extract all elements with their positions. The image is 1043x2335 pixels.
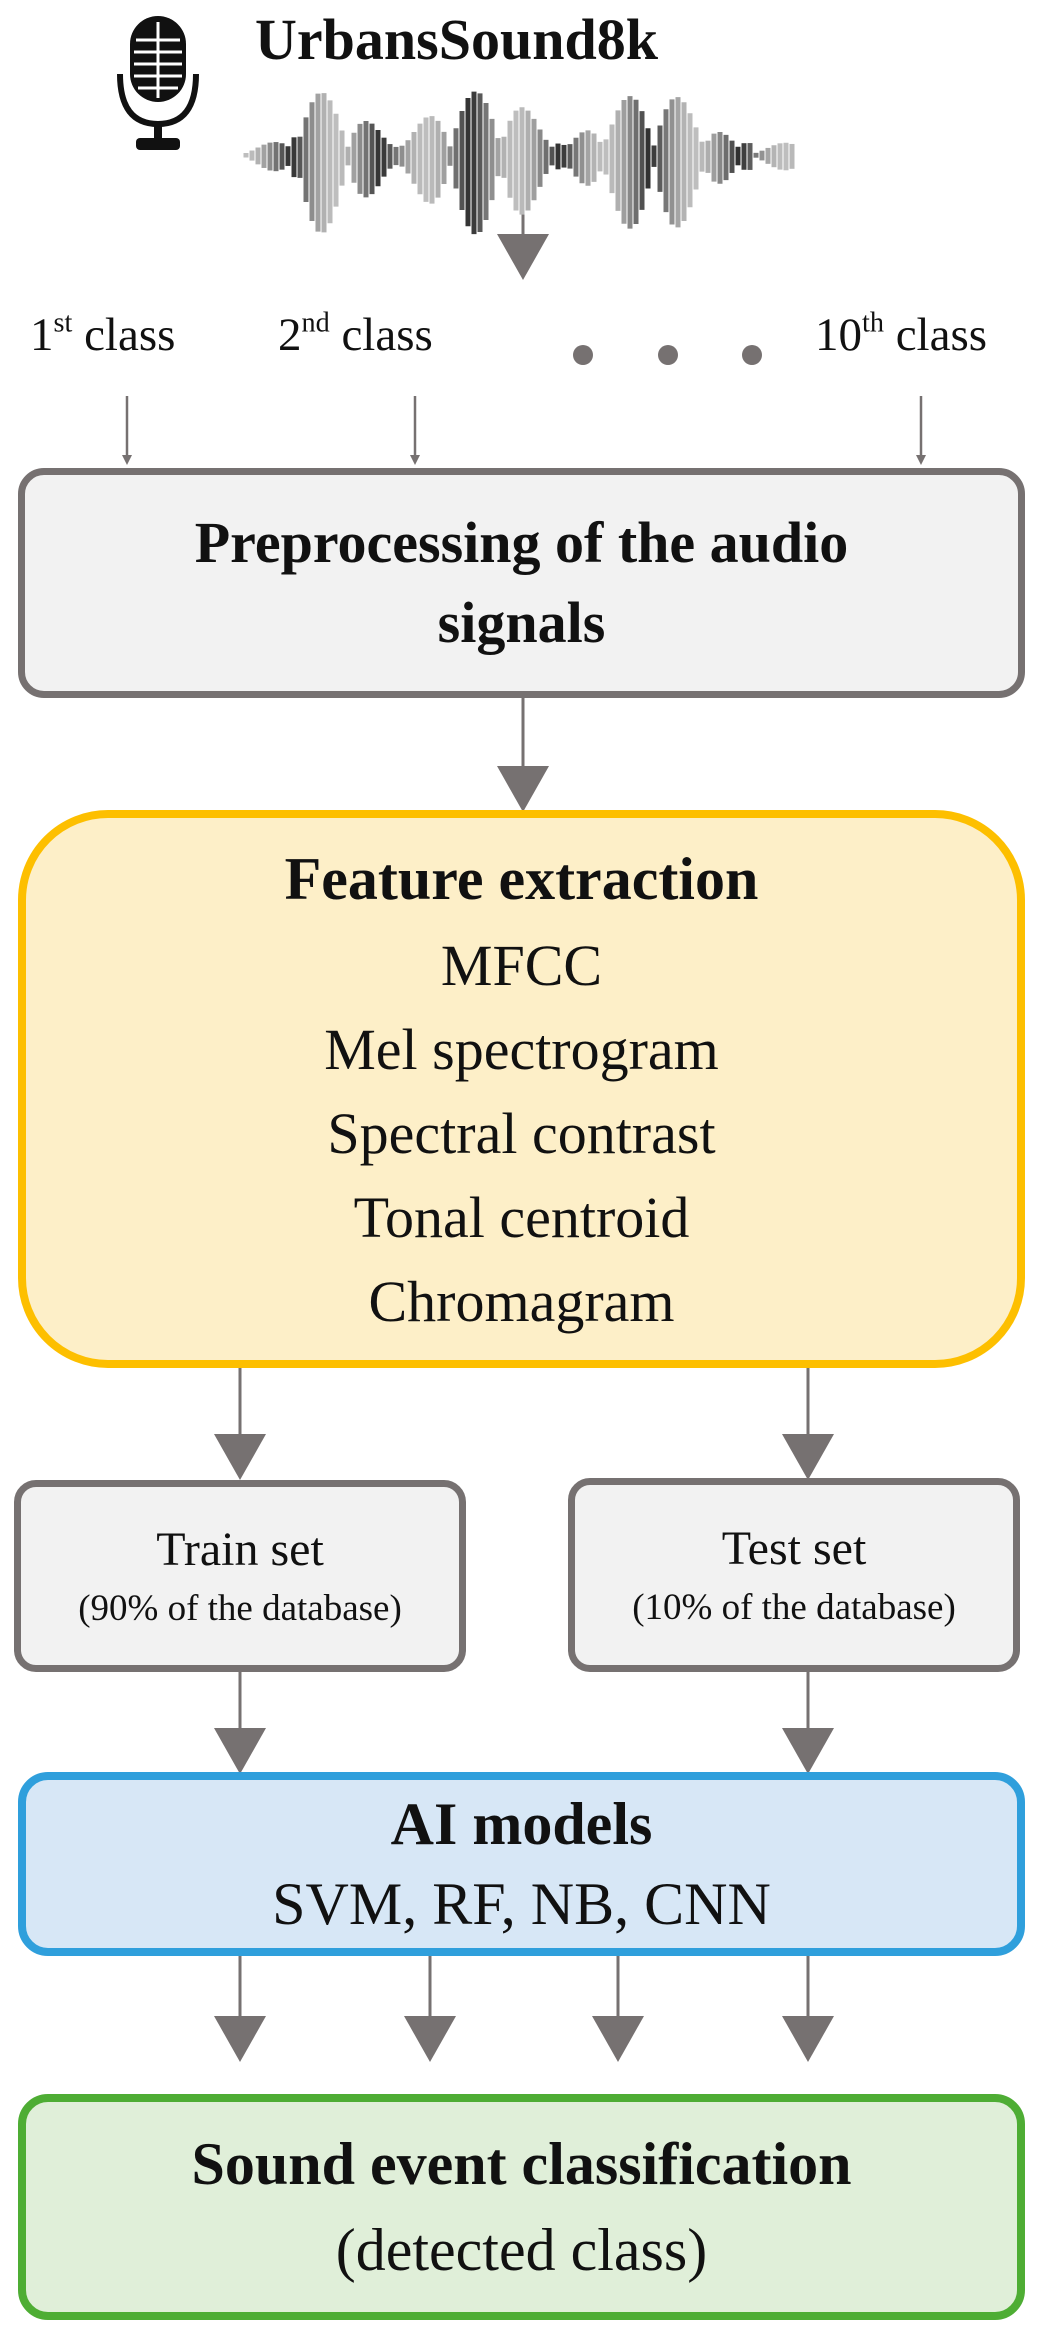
ellipsis-dot bbox=[658, 345, 678, 365]
class-num: 2 bbox=[278, 309, 302, 361]
class-label-1: 1st class bbox=[30, 308, 175, 362]
dataset-title: UrbansSound8k bbox=[255, 7, 658, 72]
arrowhead-out-1 bbox=[214, 2016, 266, 2062]
train-set-title: Train set bbox=[156, 1523, 324, 1576]
class-label-10: 10th class bbox=[815, 308, 987, 362]
test-set-title: Test set bbox=[721, 1522, 867, 1575]
arrowhead-pre-to-feature bbox=[497, 766, 549, 812]
ai-models-box: AI models SVM, RF, NB, CNN bbox=[18, 1772, 1025, 1956]
arrowhead-train-to-models bbox=[214, 1728, 266, 1774]
feature-item: Tonal centroid bbox=[353, 1185, 690, 1250]
output-subtitle: (detected class) bbox=[335, 2217, 708, 2283]
sound-event-classification-box: Sound event classification (detected cla… bbox=[18, 2094, 1025, 2320]
arrowhead-test-to-models bbox=[782, 1728, 834, 1774]
feature-item: MFCC bbox=[440, 933, 603, 998]
feature-extraction-box: Feature extraction MFCC Mel spectrogram … bbox=[18, 810, 1025, 1368]
train-set-box: Train set (90% of the database) bbox=[14, 1480, 466, 1672]
feature-item: Chromagram bbox=[368, 1269, 675, 1334]
train-set-subtitle: (90% of the database) bbox=[78, 1588, 402, 1629]
ai-models-title: AI models bbox=[390, 1791, 653, 1857]
arrowhead-out-4 bbox=[782, 2016, 834, 2062]
feature-item: Mel spectrogram bbox=[324, 1017, 719, 1082]
waveform-icon bbox=[243, 91, 795, 235]
class-label-2: 2nd class bbox=[278, 308, 433, 362]
ai-models-list: SVM, RF, NB, CNN bbox=[272, 1871, 771, 1937]
class-suffix: th bbox=[862, 307, 884, 339]
feature-item: Spectral contrast bbox=[327, 1101, 716, 1166]
class-num: 10 bbox=[815, 309, 862, 361]
output-title: Sound event classification bbox=[191, 2131, 852, 2197]
arrowhead-source bbox=[497, 234, 549, 280]
class-num: 1 bbox=[30, 309, 54, 361]
class-word: class bbox=[895, 309, 988, 361]
class-suffix: st bbox=[53, 307, 73, 339]
class-suffix: nd bbox=[301, 307, 330, 339]
feature-extraction-title: Feature extraction bbox=[284, 846, 759, 912]
arrowhead-out-2 bbox=[404, 2016, 456, 2062]
arrowhead-train bbox=[214, 1434, 266, 1480]
class-word: class bbox=[84, 309, 176, 361]
arrowhead-out-3 bbox=[592, 2016, 644, 2062]
microphone-icon bbox=[117, 16, 199, 150]
arrowhead-test bbox=[782, 1434, 834, 1480]
ellipsis-dot bbox=[742, 345, 762, 365]
class-word: class bbox=[341, 309, 433, 361]
preprocessing-line-2: signals bbox=[437, 590, 606, 655]
ellipsis-dot bbox=[573, 345, 593, 365]
test-set-box: Test set (10% of the database) bbox=[568, 1478, 1020, 1672]
preprocessing-box: Preprocessing of the audio signals bbox=[18, 468, 1025, 698]
preprocessing-line-1: Preprocessing of the audio bbox=[194, 510, 849, 575]
test-set-subtitle: (10% of the database) bbox=[632, 1587, 956, 1628]
